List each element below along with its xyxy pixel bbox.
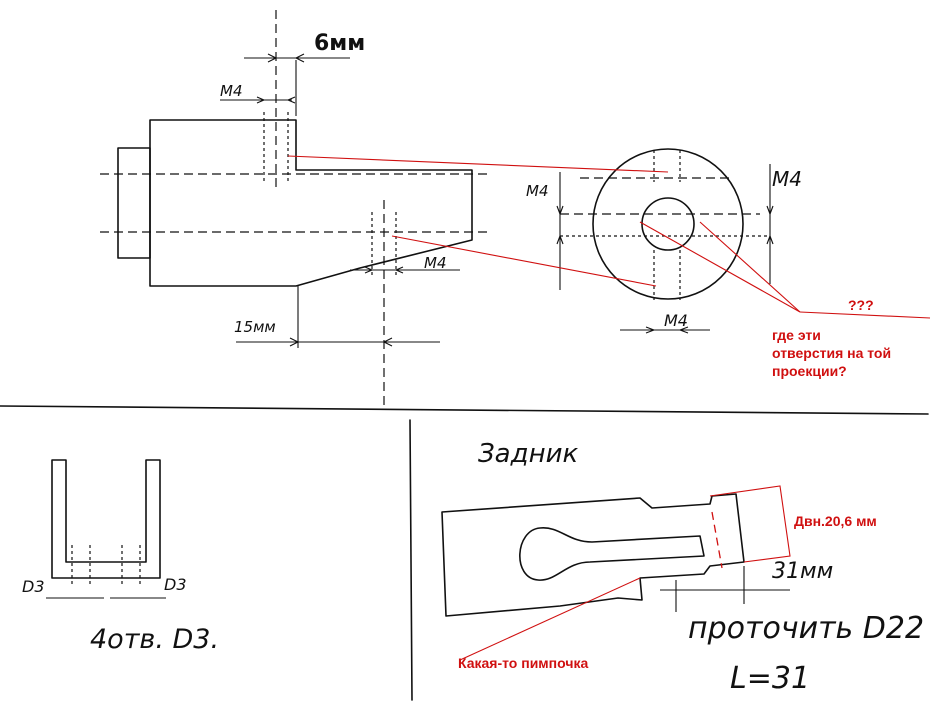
front-dim-left-arrows xyxy=(556,205,564,245)
red-line-question-c xyxy=(799,311,931,319)
zadnik-red-dim-box xyxy=(709,485,791,563)
front-view-bore xyxy=(641,197,695,251)
zadnik-slot xyxy=(519,527,705,581)
length-note: L=31 xyxy=(730,661,810,696)
zadnik-31-ext xyxy=(675,566,745,612)
d3-left-label: D3 xyxy=(22,577,45,596)
red-line-question-b xyxy=(699,221,801,313)
red-line-question-a xyxy=(639,221,801,313)
question-text-2: отверстия на той xyxy=(772,345,891,361)
question-text-1: где эти xyxy=(772,327,821,343)
side-view-boss xyxy=(117,147,151,259)
question-marks: ??? xyxy=(848,297,874,313)
red-line-lower-hole xyxy=(391,235,657,287)
red-annotation-top: ??? где эти отверстия на той проекции? xyxy=(287,155,931,379)
side-view-body xyxy=(149,119,473,287)
zadnik-outline xyxy=(441,493,745,617)
pimple-leader xyxy=(459,577,641,661)
dim-m4-body-label: М4 xyxy=(424,254,447,272)
u-part-view: D3 D3 4отв. D3. xyxy=(22,459,219,655)
pimple-note: Какая-то пимпочка xyxy=(458,655,588,671)
dim-15mm-arrows xyxy=(289,337,393,347)
side-view: 6мм М4 М4 15мм xyxy=(100,10,490,405)
d3-right-label: D3 xyxy=(164,575,187,594)
zadnik-red-dash xyxy=(711,511,723,569)
holes-note: 4отв. D3. xyxy=(90,624,219,655)
front-m4-bottom-label: М4 xyxy=(664,311,688,330)
dim-6mm-arrows xyxy=(267,53,305,63)
red-line-top-hole xyxy=(287,155,669,173)
dim-m4-body-arrows xyxy=(364,266,404,274)
front-dim-bottom-arrows xyxy=(645,326,689,334)
dim-m4-top-arrows xyxy=(256,96,296,104)
front-dim-right-arrows xyxy=(766,205,774,245)
turn-note: проточить D22 xyxy=(688,611,924,646)
dim-31mm: 31мм xyxy=(772,559,833,584)
vertical-divider xyxy=(409,419,413,701)
front-view-outer-circle xyxy=(592,148,744,300)
front-m4-left-label: М4 xyxy=(526,182,549,200)
zadnik-title: Задник xyxy=(478,439,578,469)
dv-note: Двн.20,6 мм xyxy=(794,513,877,529)
dim-15mm-label: 15мм xyxy=(234,318,276,336)
u-part-outline xyxy=(51,459,161,579)
dim-6mm-label: 6мм xyxy=(314,31,365,56)
front-view: М4 М4 М4 xyxy=(526,148,802,334)
front-m4-right-label: М4 xyxy=(772,167,802,191)
dim-m4-top-label: М4 xyxy=(220,82,243,100)
question-text-3: проекции? xyxy=(772,363,847,379)
horizontal-divider xyxy=(0,405,929,415)
zadnik-view: Задник Двн.20,6 мм 31мм Какая-то пимпочк… xyxy=(441,439,924,696)
